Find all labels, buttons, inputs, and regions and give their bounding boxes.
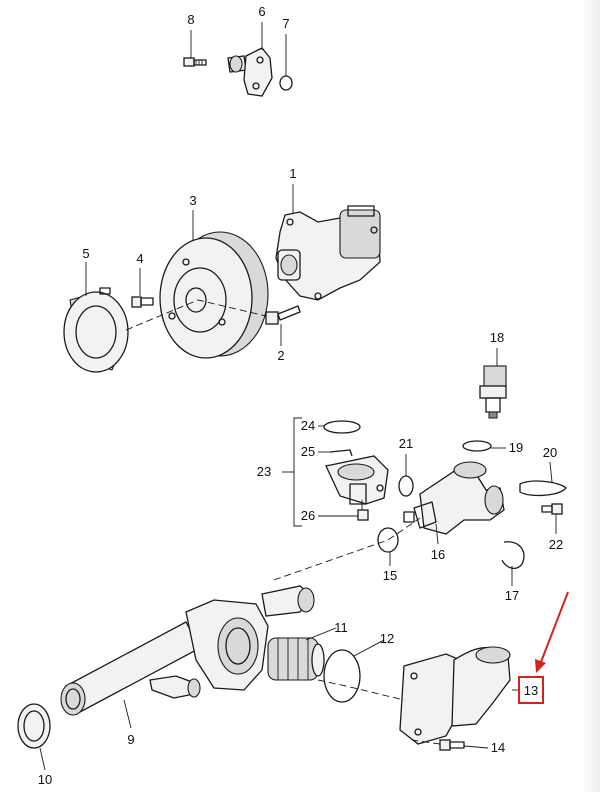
part-17-circlip <box>501 541 525 570</box>
leader-lines <box>39 22 557 771</box>
callout-26: 26 <box>301 508 315 523</box>
callout-11: 11 <box>334 620 348 635</box>
part-7-o-ring <box>279 75 293 91</box>
callout-12: 12 <box>380 631 394 646</box>
part-15-o-ring <box>377 527 399 553</box>
callout-10: 10 <box>38 772 52 787</box>
callout-22: 22 <box>549 537 563 552</box>
highlight-arrow-head <box>535 659 546 673</box>
callout-2: 2 <box>277 348 284 363</box>
highlight-box <box>518 676 544 704</box>
part-14-bolt <box>439 739 465 751</box>
callout-labels: 8 6 7 1 3 4 5 2 18 19 20 22 21 16 15 17 … <box>38 4 563 787</box>
callout-7: 7 <box>282 16 289 31</box>
callout-19: 19 <box>509 440 523 455</box>
part-19-o-ring <box>462 440 492 452</box>
highlight-arrow-shaft <box>540 591 569 663</box>
part-6-flange-pipe <box>227 47 273 97</box>
highlight-callout-13: 13 <box>518 591 569 704</box>
callout-6: 6 <box>258 4 265 19</box>
part-26-bolt <box>357 500 369 521</box>
assembly-axis-lower <box>317 679 405 701</box>
part-20-retaining-clip <box>519 480 567 497</box>
part-2-bolt <box>265 305 301 325</box>
part-5-cover-ring <box>63 287 129 373</box>
part-13-elbow-connector <box>399 646 511 745</box>
callout-24: 24 <box>301 418 315 433</box>
callout-15: 15 <box>383 568 397 583</box>
callout-20: 20 <box>543 445 557 460</box>
callout-13: 13 <box>524 683 538 698</box>
callout-17: 17 <box>505 588 519 603</box>
part-23-thermostat-flange <box>325 455 389 505</box>
callout-14: 14 <box>491 740 505 755</box>
callout-1: 1 <box>289 166 296 181</box>
callout-5: 5 <box>82 246 89 261</box>
part-21-o-ring <box>398 475 414 497</box>
callout-4: 4 <box>136 251 143 266</box>
part-10-seal-ring <box>17 703 51 749</box>
part-25-clip <box>329 449 353 457</box>
part-18-temperature-sensor <box>479 365 507 419</box>
part-11-thermostat <box>267 637 325 681</box>
part-4-bolt <box>131 296 154 308</box>
part-1-water-pump <box>275 205 381 301</box>
callout-3: 3 <box>189 193 196 208</box>
callout-21: 21 <box>399 436 413 451</box>
part-22-bolt <box>541 503 563 515</box>
assembly-axis-middle <box>273 517 421 581</box>
part-16-thermostat-housing <box>403 461 505 535</box>
part-8-bolt <box>183 57 207 67</box>
right-edge-shadow <box>582 0 600 792</box>
part-3-pulley <box>159 231 269 359</box>
part-9-coolant-pipe <box>60 585 315 716</box>
part-12-o-ring <box>323 649 361 703</box>
assembly-axis-bolt-14 <box>411 739 441 745</box>
callout-25: 25 <box>301 444 315 459</box>
callout-8: 8 <box>187 12 194 27</box>
callout-23: 23 <box>257 464 271 479</box>
part-24-o-ring <box>323 420 361 434</box>
assembly-axis-upper <box>125 299 267 331</box>
callout-18: 18 <box>490 330 504 345</box>
callout-16: 16 <box>431 547 445 562</box>
callout-9: 9 <box>127 732 134 747</box>
